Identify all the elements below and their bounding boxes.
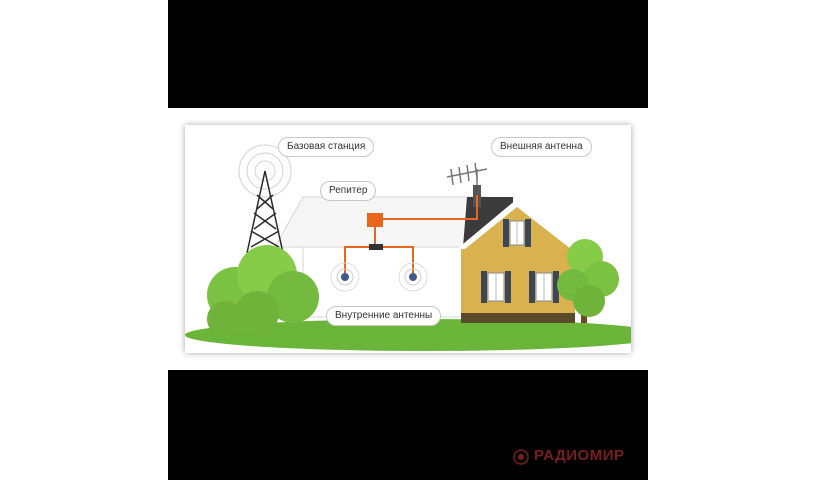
grass <box>185 319 631 351</box>
watermark-text: РАДИОМИР <box>534 447 625 464</box>
label-base-station: Базовая станция <box>278 137 375 157</box>
letterbox-bottom <box>168 370 648 480</box>
signal-rings-base-icon <box>238 144 292 198</box>
label-internal-antennas: Внутренние антенны <box>326 306 442 326</box>
external-antenna-icon <box>446 162 488 186</box>
house-icon <box>457 185 579 323</box>
label-repeater: Репитер <box>320 181 377 201</box>
repeater-icon <box>367 213 383 227</box>
scene <box>185 144 631 351</box>
tower-icon <box>246 170 284 254</box>
tree-left-icon <box>207 245 319 337</box>
splitter-icon <box>369 244 383 250</box>
letterbox-top <box>168 0 648 108</box>
tree-right-icon <box>557 239 619 323</box>
internal-antenna-right-icon <box>398 262 428 292</box>
diagram-card: Базовая станция Внешняя антенна Репитер … <box>185 125 631 353</box>
radio-logo-icon <box>513 449 529 465</box>
label-external-antenna: Внешняя антенна <box>491 137 592 157</box>
internal-antenna-left-icon <box>330 262 360 292</box>
cable <box>344 195 478 277</box>
